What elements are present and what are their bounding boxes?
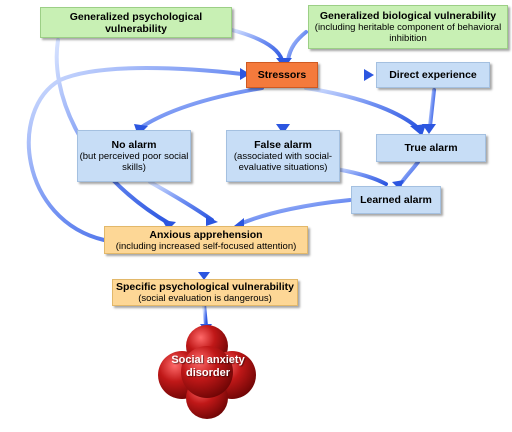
node-generalized-biological-vulnerability: Generalized biological vulnerability (in… xyxy=(308,5,508,49)
node-generalized-psychological-vulnerability: Generalized psychological vulnerability xyxy=(40,7,232,38)
node-title: Learned alarm xyxy=(360,194,432,206)
arrow-psych-to-anxious-loop xyxy=(54,38,172,226)
arrow-stressors-to-no-alarm xyxy=(138,86,264,130)
arrow-true-to-learned xyxy=(400,160,420,184)
arrowhead-true-from-direct xyxy=(422,124,436,134)
arrow-no-alarm-to-anxious xyxy=(148,180,214,222)
node-social-anxiety-disorder: Social anxiety disorder xyxy=(171,354,245,379)
cloud-lobe-center xyxy=(181,346,233,398)
node-subtitle: (including heritable component of behavi… xyxy=(314,22,502,44)
arrow-bio-to-stressors xyxy=(286,30,308,62)
connector-arrows xyxy=(26,28,436,328)
node-title: No alarm xyxy=(111,139,157,151)
node-subtitle: (social evaluation is dangerous) xyxy=(138,293,272,304)
node-title: Stressors xyxy=(257,69,307,81)
node-subtitle: (associated with social-evaluative situa… xyxy=(233,151,333,173)
arrowhead-anxious-left xyxy=(206,216,218,226)
node-title: True alarm xyxy=(404,142,458,154)
node-stressors: Stressors xyxy=(246,62,318,88)
arrow-psych-to-stressors xyxy=(230,28,284,62)
node-title: Generalized psychological vulnerability xyxy=(69,10,203,35)
node-specific-psychological-vulnerability: Specific psychological vulnerability (so… xyxy=(112,279,298,306)
arrowhead-specific xyxy=(198,272,210,280)
disorder-cloud xyxy=(158,325,256,419)
node-direct-experience: Direct experience xyxy=(376,62,490,88)
node-anxious-apprehension: Anxious apprehension (including increase… xyxy=(104,226,308,254)
node-subtitle: (including increased self-focused attent… xyxy=(115,240,297,252)
arrow-stressors-to-true-alarm xyxy=(304,86,420,130)
arrow-specific-to-disorder xyxy=(202,302,208,328)
arrowhead-true-alarm xyxy=(410,124,426,136)
node-false-alarm: False alarm (associated with social-eval… xyxy=(226,130,340,182)
node-title: Specific psychological vulnerability xyxy=(116,281,294,293)
node-title: False alarm xyxy=(254,139,312,151)
arrowhead-false-alarm xyxy=(276,124,290,134)
node-title: Generalized biological vulnerability xyxy=(319,10,497,22)
node-subtitle: (but perceived poor social skills) xyxy=(79,151,189,173)
node-title: Direct experience xyxy=(389,69,477,81)
node-title: Anxious apprehension xyxy=(149,228,263,241)
arrow-anxious-to-stressors-loop xyxy=(26,66,244,242)
arrowhead-anxious-loop xyxy=(162,220,176,230)
node-true-alarm: True alarm xyxy=(376,134,486,162)
arrowhead-stressors-left xyxy=(240,68,250,80)
arrow-learned-to-anxious xyxy=(238,198,352,226)
node-no-alarm: No alarm (but perceived poor social skil… xyxy=(77,130,191,182)
arrow-direct-to-true-alarm xyxy=(428,88,436,128)
arrowhead-direct xyxy=(364,69,374,81)
node-learned-alarm: Learned alarm xyxy=(351,186,441,214)
